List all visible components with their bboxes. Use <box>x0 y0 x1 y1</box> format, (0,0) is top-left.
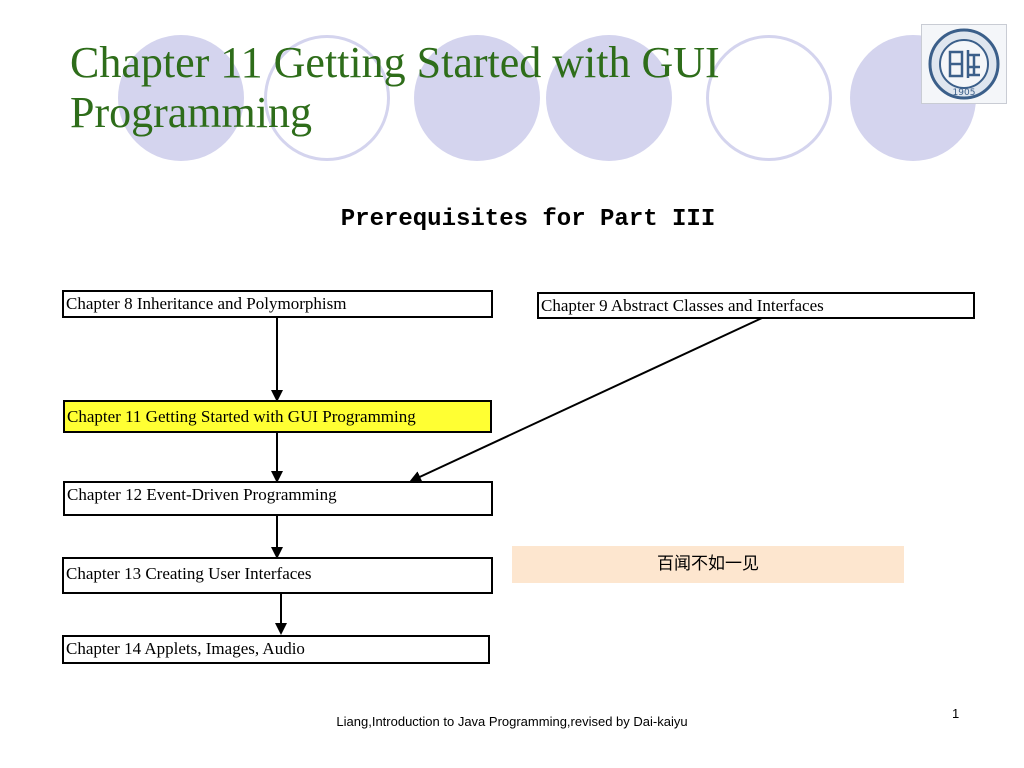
arrow-ch9-to-ch12 <box>409 317 763 483</box>
decor-circle-1 <box>118 35 244 161</box>
slide-subtitle: Prerequisites for Part III <box>340 206 716 233</box>
seal-year: 1905 <box>953 88 976 98</box>
node-chapter-11: Chapter 11 Getting Started with GUI Prog… <box>63 400 492 433</box>
slide-footer: Liang,Introduction to Java Programming,r… <box>336 714 688 729</box>
node-chapter-9: Chapter 9 Abstract Classes and Interface… <box>537 292 975 319</box>
slide-title: Chapter 11 Getting Started with GUI Prog… <box>70 38 720 137</box>
node-chapter-13: Chapter 13 Creating User Interfaces <box>62 557 493 594</box>
university-seal-logo: 1905 <box>921 24 1007 104</box>
node-chapter-8: Chapter 8 Inheritance and Polymorphism <box>62 290 493 318</box>
decor-circle-4 <box>546 35 672 161</box>
node-chapter-12: Chapter 12 Event-Driven Programming <box>63 481 493 516</box>
decor-circle-3 <box>414 35 540 161</box>
seal-icon: 1905 <box>928 28 1000 100</box>
decor-circle-2 <box>264 35 390 161</box>
page-number: 1 <box>952 706 960 721</box>
note-box: 百闻不如一见 <box>512 546 904 583</box>
decor-circle-5 <box>706 35 832 161</box>
node-chapter-14: Chapter 14 Applets, Images, Audio <box>62 635 490 664</box>
